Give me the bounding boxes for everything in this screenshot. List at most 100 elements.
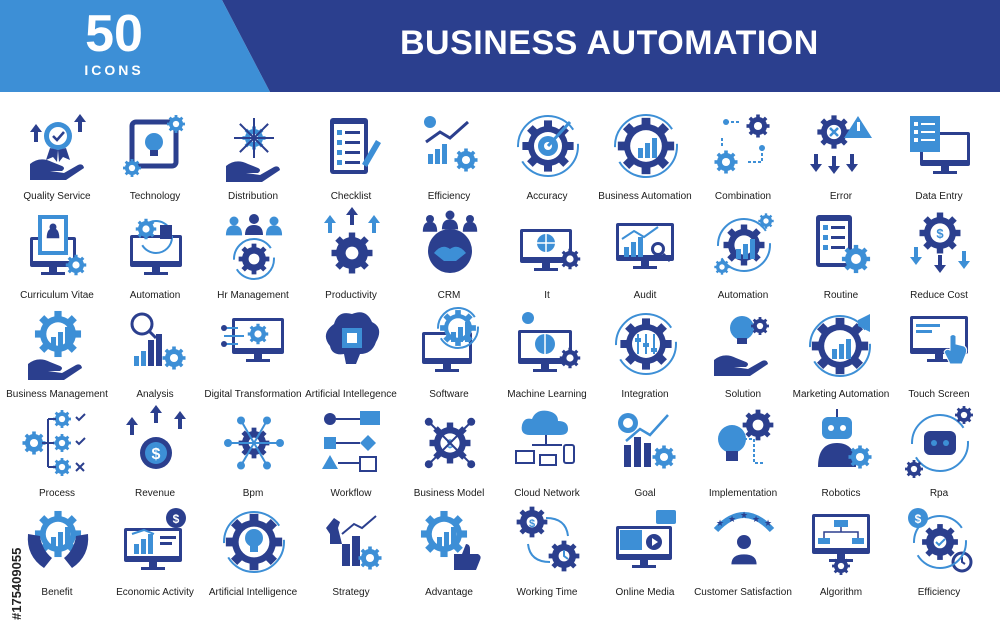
monitor-dollar-chart-icon: $ <box>124 508 186 570</box>
gear-clock-cycle-icon: $ <box>516 506 580 572</box>
icon-tile-11: Curriculum Vitae <box>8 207 106 305</box>
icon-label: Efficiency <box>427 191 471 202</box>
icon-tile-19: Routine <box>792 207 890 305</box>
icon-label: Machine Learning <box>507 389 587 400</box>
icon-tile-36: Cloud Network <box>498 405 596 503</box>
icon-tile-29: Marketing Automation <box>792 306 890 404</box>
icon-tile-28: Solution <box>694 306 792 404</box>
icon-tile-4: Checklist <box>302 108 400 206</box>
icon-label: Solution <box>724 389 762 400</box>
icon-tile-43: Artificial Intelligence <box>204 504 302 602</box>
person-rating-icon: ★★★★★ <box>713 510 775 565</box>
chess-chart-gear-icon <box>326 515 382 570</box>
icon-label: Curriculum Vitae <box>20 290 94 301</box>
svg-text:$: $ <box>152 446 161 463</box>
dollar-arrows-up-icon: $ <box>126 405 186 469</box>
icon-tile-34: Workflow <box>302 405 400 503</box>
icon-label: Data Entry <box>915 191 963 202</box>
cloud-devices-icon <box>515 410 575 466</box>
icon-label: Productivity <box>325 290 377 301</box>
icon-tile-22: Analysis <box>106 306 204 404</box>
icon-tile-38: Implementation <box>694 405 792 503</box>
icon-label: Automation <box>717 290 769 301</box>
monitor-touch-icon <box>910 316 968 365</box>
svg-text:$: $ <box>173 512 180 526</box>
icon-tile-45: Advantage <box>400 504 498 602</box>
monitor-chart-magnifier-icon <box>616 223 674 269</box>
svg-text:★: ★ <box>728 514 736 524</box>
icon-label: Audit <box>633 290 657 301</box>
hands-gear-chart-icon <box>27 510 89 568</box>
icon-count-label: ICONS <box>84 62 144 78</box>
icon-label: Process <box>38 488 76 499</box>
icon-tile-10: Data Entry <box>890 108 988 206</box>
icon-label: Economic Activity <box>116 587 194 598</box>
icon-tile-16: It <box>498 207 596 305</box>
icon-label: Combination <box>714 191 772 202</box>
icon-tile-32: $Revenue <box>106 405 204 503</box>
monitor-circuit-icon <box>221 318 284 362</box>
icon-tile-47: Online Media <box>596 504 694 602</box>
award-hand-icon <box>30 114 86 180</box>
growth-chart-gear-icon <box>424 116 478 172</box>
brain-chip-icon <box>325 312 380 364</box>
icon-tile-50: $Efficiency <box>890 504 988 602</box>
icon-tile-44: Strategy <box>302 504 400 602</box>
icon-tile-15: CRM <box>400 207 498 305</box>
icon-label: Quality Service <box>23 191 91 202</box>
icon-tile-49: Algorithm <box>792 504 890 602</box>
icon-tile-5: Efficiency <box>400 108 498 206</box>
icon-label: Strategy <box>332 587 370 598</box>
svg-text:★: ★ <box>740 510 748 520</box>
icon-tile-37: Goal <box>596 405 694 503</box>
icon-tile-6: Accuracy <box>498 108 596 206</box>
gear-dollar-down-icon: $ <box>910 212 970 273</box>
icon-label: Distribution <box>227 191 279 202</box>
icon-tile-35: $Business Model <box>400 405 498 503</box>
icon-label: Integration <box>621 389 669 400</box>
icon-tile-3: Distribution <box>204 108 302 206</box>
target-gear-icon <box>517 115 579 177</box>
icon-tile-17: Audit <box>596 207 694 305</box>
icon-label: Hr Management <box>217 290 289 301</box>
dollar-gear-clock-icon: $ <box>908 508 973 573</box>
icon-tile-21: Business Management <box>6 306 108 404</box>
chart-magnifier-gear-icon <box>130 312 186 370</box>
icon-label: Customer Satisfaction <box>694 587 792 598</box>
icon-tile-46: $Working Time <box>498 504 596 602</box>
icon-tile-14: Productivity <box>302 207 400 305</box>
icon-tile-9: Error <box>792 108 890 206</box>
hand-network-icon <box>226 118 280 182</box>
svg-text:★: ★ <box>764 518 772 528</box>
icon-tile-42: $ Economic Activity <box>106 504 204 602</box>
gear-bulb-icon <box>223 511 285 573</box>
icon-label: Accuracy <box>526 191 568 202</box>
gear-nodes-icon <box>714 114 770 174</box>
icon-tile-25: Software <box>400 306 498 404</box>
icon-label: Advantage <box>425 587 473 598</box>
icon-count: 50 <box>85 5 143 63</box>
icon-tile-26: Machine Learning <box>498 306 596 404</box>
handshake-team-icon <box>422 210 478 273</box>
icon-tile-30: Touch Screen <box>890 306 988 404</box>
icon-label: Touch Screen <box>908 389 970 400</box>
team-gear-icon <box>225 214 283 280</box>
flowchart-shapes-icon <box>322 411 380 472</box>
page-title: BUSINESS AUTOMATION <box>400 24 819 62</box>
bulb-gear-icon <box>718 409 774 464</box>
icon-tile-8: Combination <box>694 108 792 206</box>
svg-text:$: $ <box>529 518 535 530</box>
target-chart-gear-icon <box>618 413 676 469</box>
icon-tile-2: Technology <box>106 108 204 206</box>
icon-label: Rpa <box>929 488 949 499</box>
icon-tile-33: Bpm <box>204 405 302 503</box>
gear-thumbs-up-icon <box>420 510 481 570</box>
icon-label: Robotics <box>821 488 861 499</box>
icon-tile-1: Quality Service <box>8 108 106 206</box>
hand-gear-chart-icon <box>28 310 82 380</box>
icon-tile-48: ★★★★★Customer Satisfaction <box>694 504 792 602</box>
svg-text:$: $ <box>936 226 944 241</box>
gear-tree-check-icon <box>22 410 86 476</box>
robot-cycle-icon <box>905 406 973 478</box>
